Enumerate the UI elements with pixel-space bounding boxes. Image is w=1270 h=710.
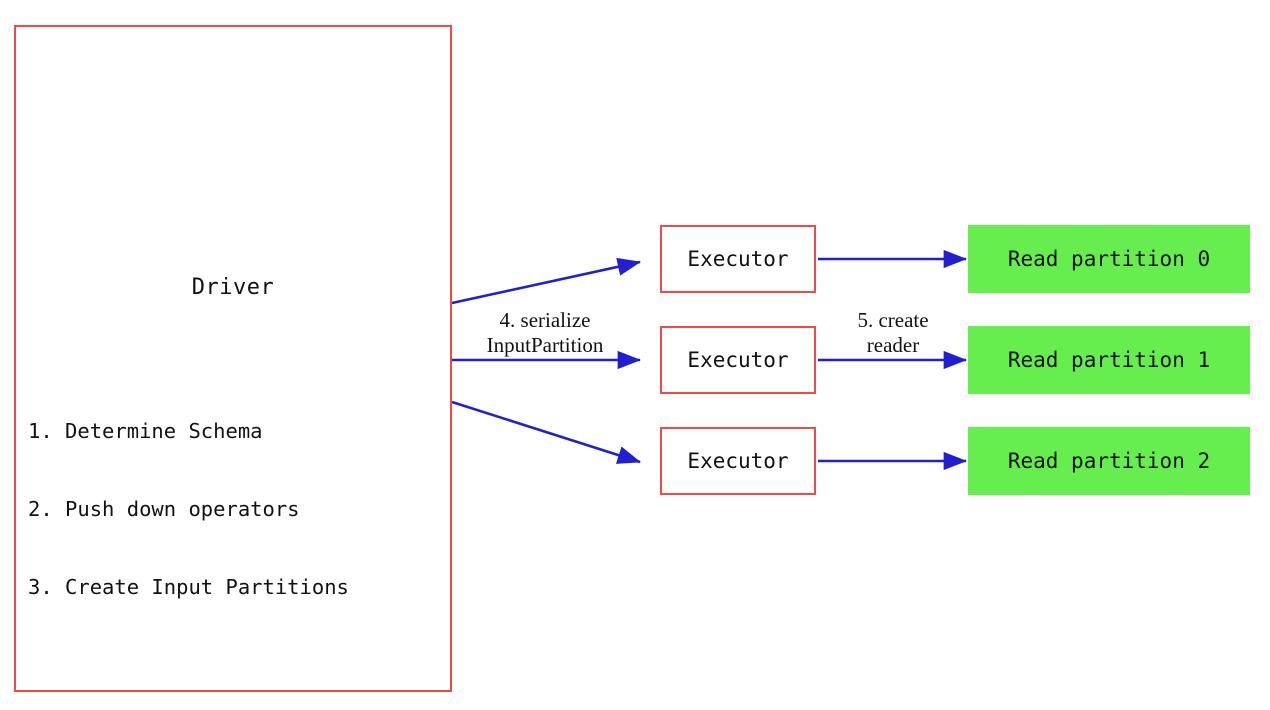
partition-label-0: Read partition 0: [1007, 247, 1211, 271]
partition-box-1: Read partition 1: [968, 326, 1250, 394]
partition-box-2: Read partition 2: [968, 427, 1250, 495]
driver-step-1: 1. Determine Schema: [28, 419, 263, 443]
partition-box-0: Read partition 0: [968, 225, 1250, 293]
driver-title: Driver: [191, 275, 275, 300]
edge-label-create-reader-line-1: 5. create: [857, 308, 929, 332]
edge-label-serialize-line-1: 4. serialize: [499, 308, 591, 332]
executor-box-2: Executor: [660, 427, 816, 495]
driver-box: Driver 1. Determine Schema 2. Push down …: [14, 25, 452, 692]
executor-box-1: Executor: [660, 326, 816, 394]
executor-label-1: Executor: [687, 348, 789, 372]
executor-box-0: Executor: [660, 225, 816, 293]
driver-step-3: 3. Create Input Partitions: [28, 575, 349, 599]
executor-label-0: Executor: [687, 247, 789, 271]
edge-label-serialize: 4. serialize InputPartition: [452, 308, 638, 358]
arrow-driver-to-executor-0: [451, 257, 642, 305]
partition-label-2: Read partition 2: [1007, 449, 1211, 473]
edge-label-create-reader: 5. create reader: [828, 308, 958, 358]
executor-label-2: Executor: [687, 449, 789, 473]
partition-label-1: Read partition 1: [1007, 348, 1211, 372]
edge-label-create-reader-line-2: reader: [866, 333, 920, 357]
arrow-driver-to-executor-2: [451, 400, 641, 464]
driver-steps-list: 1. Determine Schema 2. Push down operato…: [28, 366, 349, 652]
driver-step-2: 2. Push down operators: [28, 497, 300, 521]
edge-label-serialize-line-2: InputPartition: [486, 333, 604, 357]
